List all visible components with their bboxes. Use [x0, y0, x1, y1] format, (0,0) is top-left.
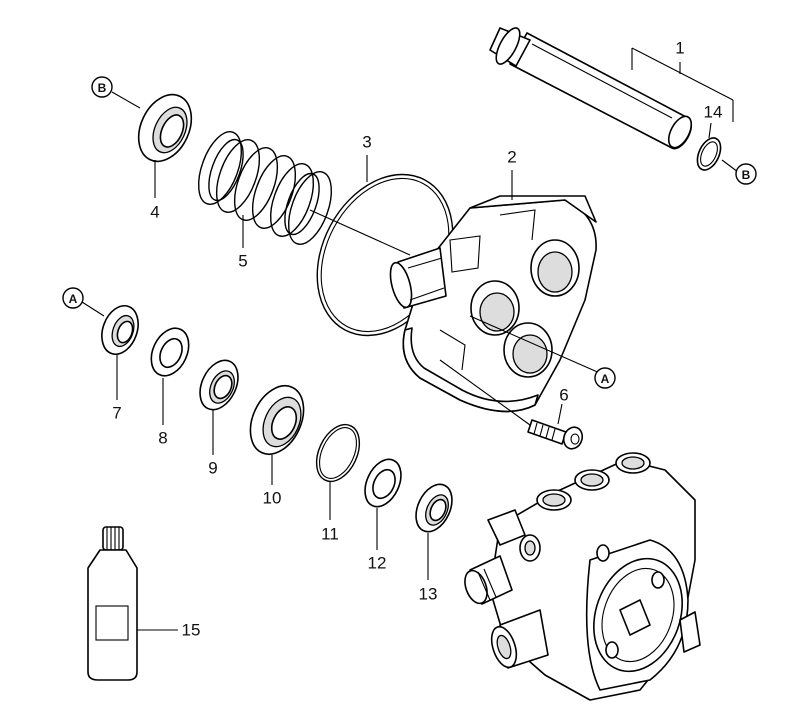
- part-number-5: 5: [238, 251, 247, 270]
- screw: [527, 419, 584, 450]
- reference-marker-a-right: A: [594, 367, 616, 389]
- plunger-piston: [489, 27, 693, 150]
- ref-b-label-1: B: [98, 81, 107, 95]
- part-number-7: 7: [112, 403, 121, 422]
- part-number-14: 14: [704, 102, 723, 121]
- oil-bottle: [87, 526, 138, 681]
- part-number-4: 4: [150, 202, 159, 221]
- reference-marker-a-left: A: [62, 287, 84, 309]
- flat-washer: [150, 327, 190, 377]
- seal-ring: [199, 359, 239, 411]
- seal-top: [137, 93, 193, 163]
- small-o-ring: [696, 137, 722, 171]
- reference-marker-b-right: B: [735, 163, 757, 185]
- o-ring-medium: [315, 423, 361, 483]
- pump-head-plate: [389, 195, 597, 413]
- part-number-3: 3: [362, 132, 371, 151]
- large-seal: [249, 385, 305, 455]
- part-number-15: 15: [182, 620, 201, 639]
- part-number-12: 12: [368, 553, 387, 572]
- part-number-8: 8: [158, 428, 167, 447]
- washer: [364, 458, 402, 508]
- ref-a-label-1: A: [69, 292, 78, 306]
- part-number-13: 13: [419, 584, 438, 603]
- part-number-1: 1: [675, 38, 684, 57]
- seal-small: [415, 483, 453, 533]
- pump-housing: [464, 452, 701, 701]
- reference-marker-b-top: B: [91, 76, 113, 98]
- seal-a: [101, 304, 139, 356]
- part-number-2: 2: [507, 147, 516, 166]
- part-number-6: 6: [559, 385, 568, 404]
- leader-lines: [81, 47, 739, 631]
- part-numbers: 1 2 3 4 5 6 7 8 9 10 11 12 13 14 15: [112, 38, 722, 639]
- part-number-9: 9: [208, 458, 217, 477]
- part-number-11: 11: [321, 524, 339, 543]
- ref-a-label-2: A: [601, 372, 610, 386]
- ref-b-label-2: B: [742, 168, 751, 182]
- spring: [197, 131, 333, 245]
- part-number-10: 10: [263, 488, 282, 507]
